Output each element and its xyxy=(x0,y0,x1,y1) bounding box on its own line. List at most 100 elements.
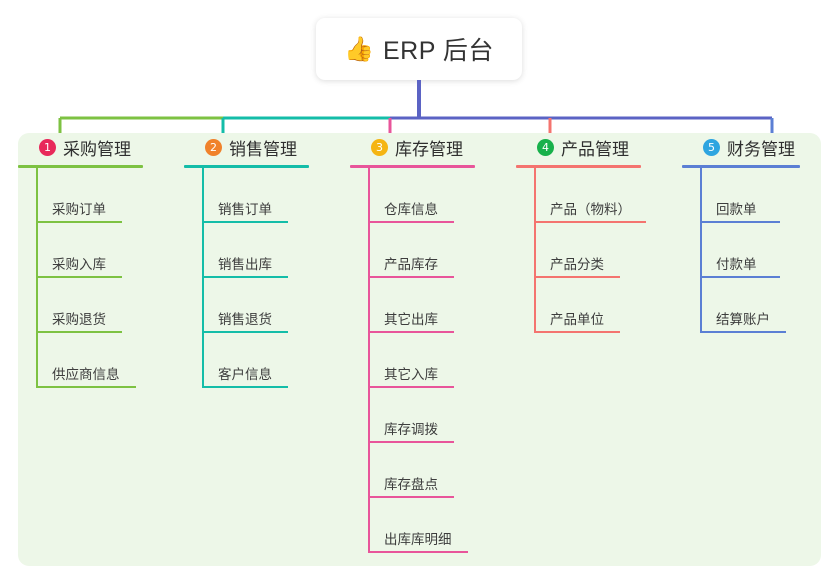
column-header-rule xyxy=(184,165,309,168)
list-item-label: 客户信息 xyxy=(218,367,272,382)
list-item-label: 采购退货 xyxy=(52,312,106,327)
list-item-label: 出库库明细 xyxy=(384,532,452,547)
list-item[interactable]: 付款单 xyxy=(700,223,821,278)
column-1: 1 采购管理采购订单采购入库采购退货供应商信息 xyxy=(18,133,184,388)
list-item-label: 产品（物料） xyxy=(550,202,631,217)
list-item-label: 销售退货 xyxy=(218,312,272,327)
column-header-rule xyxy=(682,165,800,168)
column-title: 库存管理 xyxy=(395,139,463,159)
list-item[interactable]: 产品（物料） xyxy=(534,168,682,223)
list-item-rule xyxy=(368,441,454,443)
column-spine xyxy=(700,168,702,333)
column-title: 采购管理 xyxy=(63,139,131,159)
column-item-list: 销售订单销售出库销售退货客户信息 xyxy=(184,168,350,388)
list-item-label: 库存调拨 xyxy=(384,422,438,437)
column-header[interactable]: 2 销售管理 xyxy=(184,133,350,161)
root-node-card[interactable]: 👍 ERP 后台 xyxy=(316,18,522,80)
column-spine xyxy=(368,168,370,553)
list-item-rule xyxy=(368,496,454,498)
list-item[interactable]: 产品库存 xyxy=(368,223,516,278)
list-item[interactable]: 采购退货 xyxy=(36,278,184,333)
list-item[interactable]: 其它入库 xyxy=(368,333,516,388)
list-item-rule xyxy=(368,276,454,278)
list-item-label: 仓库信息 xyxy=(384,202,438,217)
column-number-badge: 2 xyxy=(205,138,222,156)
column-item-list: 回款单付款单结算账户 xyxy=(682,168,821,333)
column-title: 销售管理 xyxy=(229,139,297,159)
list-item[interactable]: 库存盘点 xyxy=(368,443,516,498)
list-item[interactable]: 库存调拨 xyxy=(368,388,516,443)
list-item-label: 其它出库 xyxy=(384,312,438,327)
mindmap-panel: 1 采购管理采购订单采购入库采购退货供应商信息 2 销售管理销售订单销售出库销售退货客… xyxy=(18,133,821,566)
list-item-label: 付款单 xyxy=(716,257,757,272)
list-item[interactable]: 其它出库 xyxy=(368,278,516,333)
list-item-label: 产品库存 xyxy=(384,257,438,272)
column-number-badge: 4 xyxy=(537,138,554,156)
column-number-badge: 1 xyxy=(39,138,56,156)
list-item-label: 销售订单 xyxy=(218,202,272,217)
list-item-rule xyxy=(36,221,122,223)
column-title: 产品管理 xyxy=(561,139,629,159)
column-header-rule xyxy=(350,165,475,168)
list-item-rule xyxy=(202,386,288,388)
list-item-label: 产品分类 xyxy=(550,257,604,272)
list-item-rule xyxy=(534,276,620,278)
column-number-badge: 3 xyxy=(371,138,388,156)
list-item-rule xyxy=(368,551,468,553)
list-item-rule xyxy=(534,221,646,223)
list-item[interactable]: 采购入库 xyxy=(36,223,184,278)
list-item-rule xyxy=(202,276,288,278)
list-item-label: 结算账户 xyxy=(716,312,770,327)
column-header[interactable]: 3 库存管理 xyxy=(350,133,516,161)
column-header[interactable]: 4 产品管理 xyxy=(516,133,682,161)
list-item-label: 采购订单 xyxy=(52,202,106,217)
list-item-label: 库存盘点 xyxy=(384,477,438,492)
list-item-rule xyxy=(700,331,786,333)
list-item-rule xyxy=(700,221,780,223)
column-4: 4 产品管理产品（物料） 产品分类产品单位 xyxy=(516,133,682,333)
list-item-rule xyxy=(36,331,122,333)
column-spine xyxy=(534,168,536,333)
column-spine xyxy=(202,168,204,388)
list-item[interactable]: 客户信息 xyxy=(202,333,350,388)
list-item[interactable]: 销售退货 xyxy=(202,278,350,333)
list-item-rule xyxy=(368,331,454,333)
list-item-rule xyxy=(700,276,780,278)
list-item[interactable]: 产品单位 xyxy=(534,278,682,333)
list-item[interactable]: 销售订单 xyxy=(202,168,350,223)
list-item-label: 供应商信息 xyxy=(52,367,120,382)
list-item[interactable]: 采购订单 xyxy=(36,168,184,223)
column-title: 财务管理 xyxy=(727,139,795,159)
list-item[interactable]: 销售出库 xyxy=(202,223,350,278)
column-5: 5 财务管理回款单付款单结算账户 xyxy=(682,133,821,333)
column-item-list: 仓库信息产品库存其它出库其它入库库存调拨库存盘点出库库明细 xyxy=(350,168,516,553)
list-item[interactable]: 结算账户 xyxy=(700,278,821,333)
list-item-rule xyxy=(368,221,454,223)
list-item[interactable]: 回款单 xyxy=(700,168,821,223)
column-item-list: 产品（物料） 产品分类产品单位 xyxy=(516,168,682,333)
column-item-list: 采购订单采购入库采购退货供应商信息 xyxy=(18,168,184,388)
root-node-title: ERP 后台 xyxy=(382,37,494,65)
column-spine xyxy=(36,168,38,388)
list-item[interactable]: 产品分类 xyxy=(534,223,682,278)
list-item-label: 产品单位 xyxy=(550,312,604,327)
list-item-rule xyxy=(36,276,122,278)
list-item[interactable]: 仓库信息 xyxy=(368,168,516,223)
list-item-rule xyxy=(202,331,288,333)
column-header[interactable]: 1 采购管理 xyxy=(18,133,184,161)
column-number-badge: 5 xyxy=(703,138,720,156)
list-item-rule xyxy=(36,386,136,388)
list-item[interactable]: 出库库明细 xyxy=(368,498,516,553)
column-header-rule xyxy=(516,165,641,168)
column-3: 3 库存管理仓库信息产品库存其它出库其它入库库存调拨库存盘点出库库明细 xyxy=(350,133,516,553)
column-header-rule xyxy=(18,165,143,168)
list-item-label: 回款单 xyxy=(716,202,757,217)
list-item-label: 销售出库 xyxy=(218,257,272,272)
column-2: 2 销售管理销售订单销售出库销售退货客户信息 xyxy=(184,133,350,388)
thumbs-up-icon: 👍 xyxy=(344,35,374,63)
list-item-rule xyxy=(368,386,454,388)
column-header[interactable]: 5 财务管理 xyxy=(682,133,821,161)
list-item[interactable]: 供应商信息 xyxy=(36,333,184,388)
list-item-rule xyxy=(202,221,288,223)
list-item-label: 采购入库 xyxy=(52,257,106,272)
